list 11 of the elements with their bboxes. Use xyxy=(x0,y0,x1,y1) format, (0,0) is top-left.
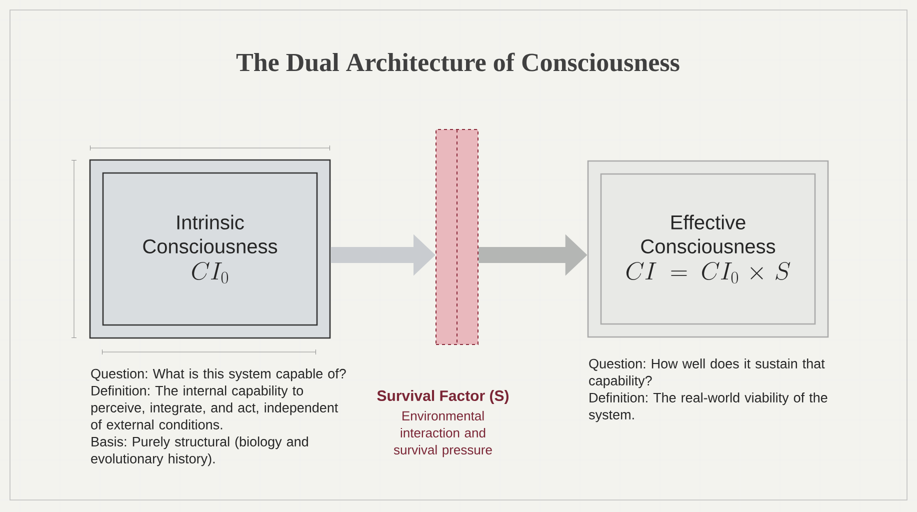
node-label: Question: How well does it sustain that capability? xyxy=(589,358,825,388)
diagram-title: The Dual Architecture of Consciousness xyxy=(236,52,680,72)
process-box: Effective Consciousness $CI = CI_0 \times S$ xyxy=(587,160,829,338)
node-label: Basis: Purely structural (biology and evolutionary history). xyxy=(91,436,308,466)
node-label: Definition: The real-world viability of the system. xyxy=(588,392,828,422)
node-label: Definition: The internal capability to perceive, integrate, and act, independent of external conditions. xyxy=(91,386,338,430)
node-label: Question: What is this system capable of? xyxy=(91,368,346,382)
filter-panel: Survival Factor (S) xyxy=(377,129,509,404)
process-box: Intrinsic Consciousness $CI_0$ xyxy=(89,159,331,339)
description-text: Environmental interaction and survival pressure xyxy=(394,410,492,458)
node-label: Survival Factor (S) xyxy=(377,390,509,404)
